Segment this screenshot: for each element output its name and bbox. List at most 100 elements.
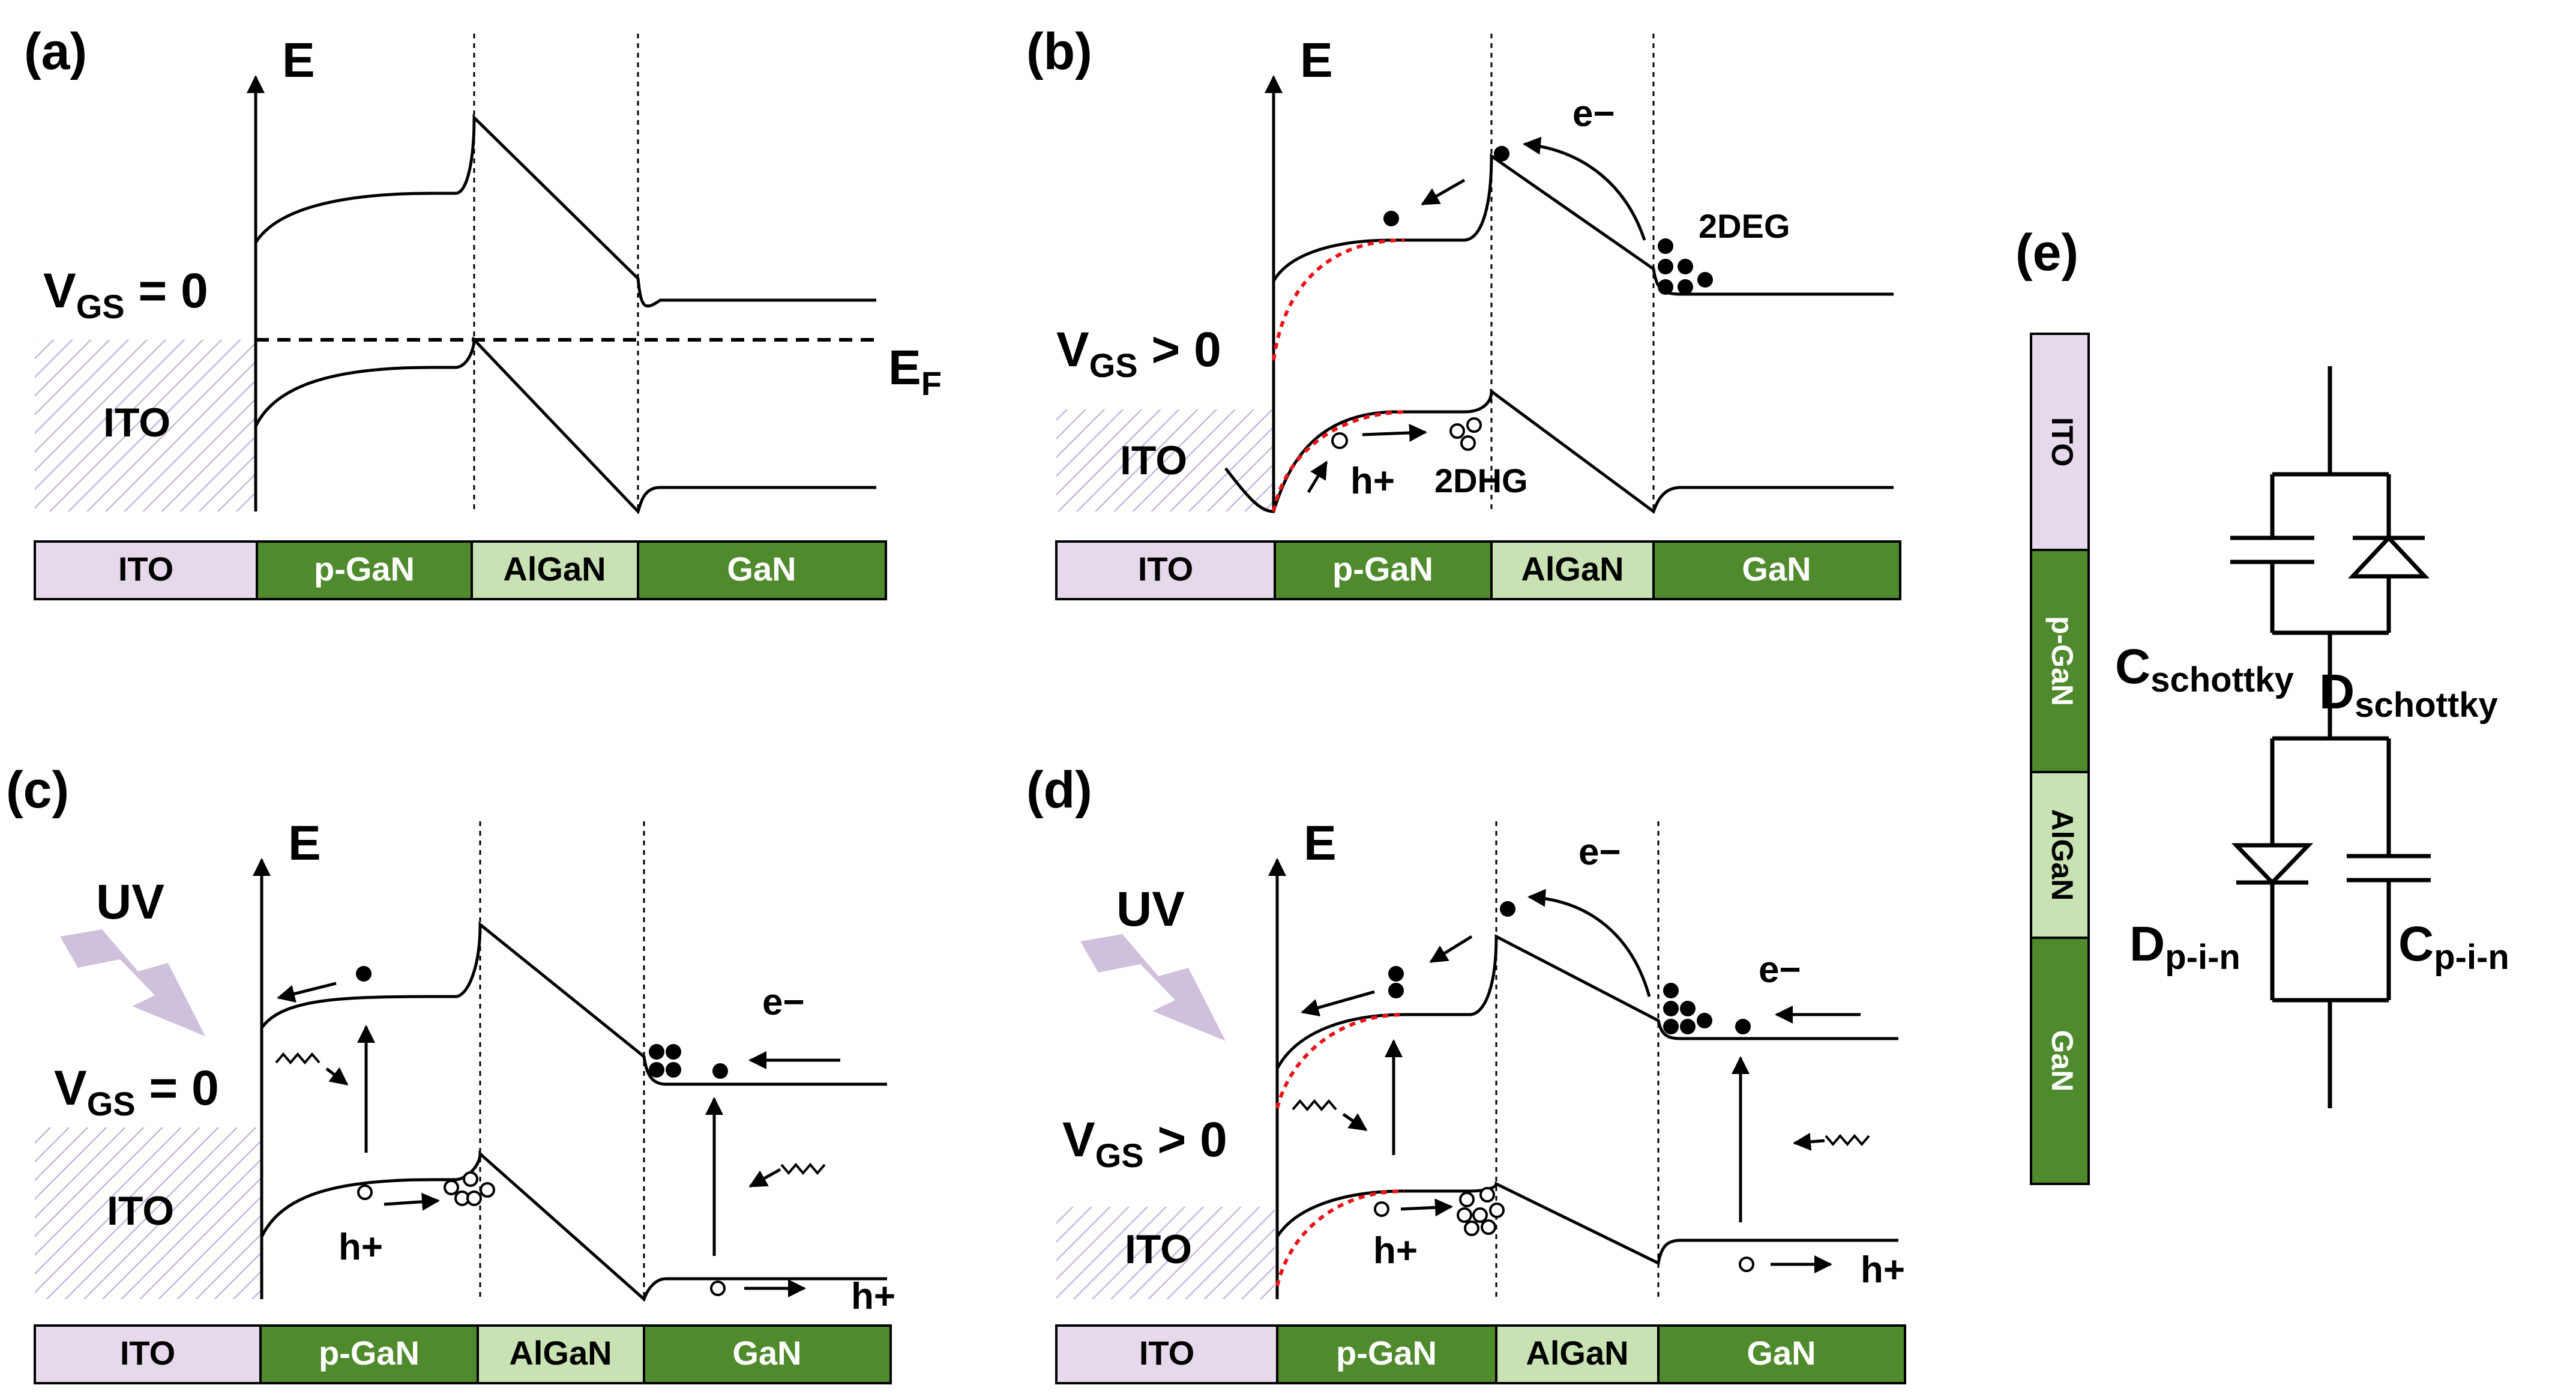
- layer-pgan-d: [1276, 1324, 1497, 1384]
- ito-hatch-d: [1056, 1207, 1275, 1299]
- d-pin-triangle: [2231, 843, 2314, 886]
- panel-e-label: (e): [2015, 224, 2078, 282]
- stack-pgan: [2030, 549, 2090, 773]
- electron-arrow-c1: [277, 982, 337, 1003]
- stack-gan: [2030, 937, 2090, 1185]
- photon-arrow-d1: [1342, 1112, 1368, 1132]
- electron-label-b: e−: [1572, 93, 1615, 134]
- layer-ito-a: [34, 540, 258, 600]
- layer-pgan-b-text: p-GaN: [1332, 550, 1433, 588]
- twodhg-cluster-b: [1449, 417, 1482, 451]
- layer-ito-d: [1055, 1324, 1278, 1384]
- panel-b-label: (b): [1026, 23, 1092, 80]
- electron-arrow-b1: [1421, 178, 1466, 206]
- stack-ito: [2030, 333, 2090, 551]
- conduction-band-c: [260, 921, 887, 1086]
- stack-ito-text: ITO: [2045, 417, 2079, 466]
- vertical-layer-stack: ITO p-GaN AlGaN GaN: [2030, 333, 2090, 1185]
- panel-e: (e) ITO p-GaN AlGaN GaN: [2015, 224, 2509, 1185]
- layer-gan-c: [643, 1324, 892, 1384]
- electron-b1: [1494, 146, 1509, 161]
- hole-arrow-c1: [384, 1192, 440, 1211]
- stack-pgan-text: p-GaN: [2045, 616, 2079, 706]
- layer-gan-d-text: GaN: [1747, 1334, 1816, 1372]
- valence-band-c: [260, 1150, 887, 1302]
- electron-arrow-d3: [1301, 990, 1375, 1017]
- layer-ito-c: [34, 1324, 262, 1384]
- hole-arrow-b1: [1362, 424, 1427, 442]
- fermi-label-a: EF: [888, 340, 942, 402]
- ito-hatch-b: [1056, 409, 1272, 511]
- bias-label-a: VGS = 0: [43, 264, 208, 325]
- twodeg-cluster-b: [1658, 238, 1713, 295]
- hole-b1: [1331, 432, 1348, 449]
- electron-cluster-c: [649, 1044, 728, 1079]
- energy-axis-label-d: E: [1304, 816, 1337, 870]
- photon-wiggle-d1: [1292, 1099, 1337, 1112]
- layer-pgan-c: [259, 1324, 479, 1384]
- layer-bar-d: ITO p-GaN AlGaN GaN: [1055, 1324, 1906, 1384]
- photon-arrow-d2: [1793, 1132, 1825, 1151]
- conduction-band-a: [254, 114, 876, 308]
- hole-c1: [357, 1184, 373, 1200]
- hole-d2: [1739, 1257, 1754, 1272]
- layer-ito-a-text: ITO: [118, 550, 173, 588]
- hole-label-c1: h+: [339, 1227, 383, 1268]
- hole-cluster-c: [444, 1171, 495, 1206]
- fit-curve-cb-d: [1275, 1013, 1405, 1109]
- layer-algan-a: [471, 540, 639, 600]
- photon-arrow-c2: [748, 1168, 781, 1188]
- bias-label-d: VGS > 0: [1062, 1112, 1227, 1174]
- layer-algan-d-text: AlGaN: [1526, 1334, 1628, 1372]
- layer-bar-c: ITO p-GaN AlGaN GaN: [34, 1324, 892, 1384]
- electron-d2: [1388, 966, 1404, 982]
- ito-label-c: ITO: [107, 1188, 174, 1234]
- c-pin-label: Cp-i-n: [2398, 917, 2509, 977]
- energy-axis-label-a: E: [282, 33, 315, 88]
- electron-arrow-d1: [1527, 889, 1651, 997]
- layer-algan-a-text: AlGaN: [503, 550, 606, 588]
- electron-arrow-d2: [1429, 935, 1473, 964]
- photon-wiggle-d2: [1825, 1133, 1870, 1147]
- hole-label-d2: h+: [1861, 1249, 1905, 1291]
- panel-d: (d) E UV VGS > 0 ITO e−: [1026, 761, 1905, 1299]
- layer-algan-d: [1495, 1324, 1660, 1384]
- valence-band-b: [1224, 388, 1894, 514]
- d-schottky-label: Dschottky: [2319, 665, 2498, 725]
- fit-curve-vb-b: [1272, 410, 1405, 512]
- electron-label-d2: e−: [1759, 949, 1801, 991]
- twodeg-label-b: 2DEG: [1699, 207, 1790, 245]
- uv-arrow-c: [60, 929, 205, 1036]
- hole-label-b: h+: [1350, 460, 1395, 502]
- conduction-band-d: [1275, 934, 1898, 1070]
- electron-c1: [356, 966, 372, 982]
- uv-label-d: UV: [1116, 882, 1185, 937]
- layer-algan-b-text: AlGaN: [1521, 550, 1624, 588]
- hole-c2: [710, 1281, 726, 1296]
- d-schottky-triangle: [2347, 534, 2430, 579]
- panel-d-label: (d): [1026, 761, 1092, 819]
- layer-gan-d: [1657, 1324, 1906, 1384]
- layer-algan-c: [477, 1324, 645, 1384]
- electron-d1: [1500, 901, 1515, 917]
- layer-ito-d-text: ITO: [1139, 1334, 1194, 1372]
- ito-label-b: ITO: [1120, 438, 1187, 483]
- bias-label-b: VGS > 0: [1056, 322, 1221, 384]
- uv-label-c: UV: [96, 875, 164, 929]
- electron-arrow-b2: [1523, 136, 1646, 241]
- layer-gan-a: [637, 540, 887, 600]
- layer-gan-a-text: GaN: [727, 550, 796, 588]
- ito-label-a: ITO: [103, 400, 170, 445]
- energy-axis-label-b: E: [1300, 33, 1333, 88]
- energy-axis-label-c: E: [288, 816, 321, 870]
- electron-label-d1: e−: [1578, 831, 1621, 873]
- equivalent-circuit: [2230, 366, 2431, 1108]
- d-pin-label: Dp-i-n: [2129, 917, 2240, 977]
- panel-a-label: (a): [24, 23, 87, 80]
- conduction-band-b: [1272, 153, 1894, 296]
- uv-arrow-d: [1080, 934, 1226, 1041]
- layer-pgan-d-text: p-GaN: [1336, 1334, 1437, 1372]
- layer-ito-c-text: ITO: [120, 1334, 175, 1372]
- ito-hatch-c: [35, 1127, 260, 1299]
